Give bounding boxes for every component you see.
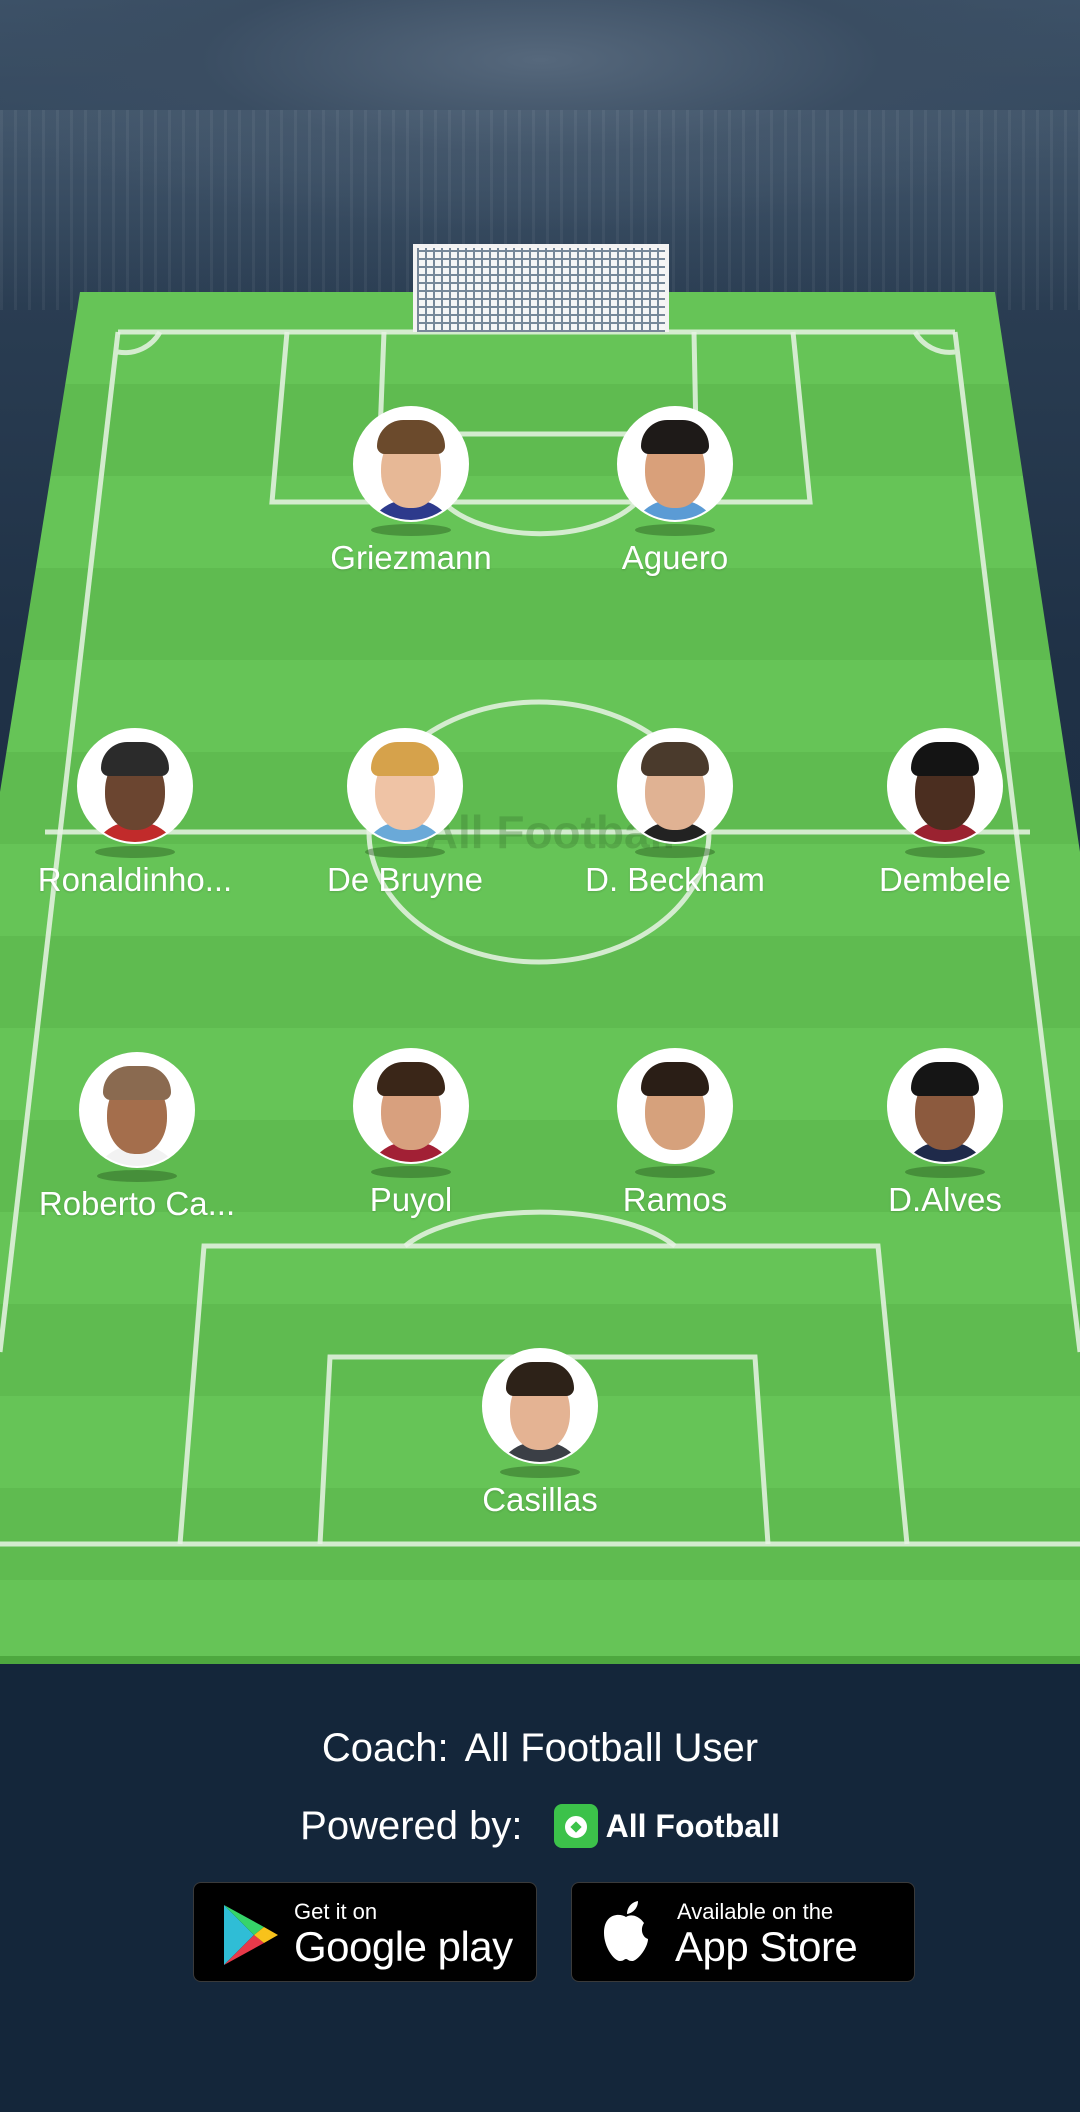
player-name: De Bruyne (327, 861, 483, 898)
all-football-logo-icon (553, 1804, 598, 1849)
player-name: D.Alves (888, 1181, 1002, 1218)
player-beckham[interactable]: D. Beckham (555, 728, 795, 900)
player-shadow (95, 846, 175, 858)
player-avatar[interactable] (79, 1052, 195, 1168)
player-name: Aguero (621, 539, 729, 576)
player-shadow (500, 1466, 580, 1478)
player-shadow (371, 1166, 451, 1178)
google-play-small-text: Get it on (294, 1899, 378, 1924)
player-avatar[interactable] (353, 1048, 469, 1164)
player-shadow (97, 1170, 177, 1182)
player-avatar[interactable] (617, 406, 733, 522)
brand-name: All Football (605, 1807, 780, 1844)
google-play-button[interactable]: Get it on Google play (193, 1882, 537, 1982)
pitch-markings (0, 329, 1080, 1547)
coach-line: Coach: All Football User (0, 1726, 1080, 1771)
powered-by-line: Powered by: All Football (0, 1802, 1080, 1849)
player-dembele[interactable]: Dembele (825, 728, 1065, 900)
goal-net (413, 244, 669, 332)
player-de-bruyne[interactable]: De Bruyne (285, 728, 525, 900)
player-shadow (635, 524, 715, 536)
coach-label: Coach: (321, 1726, 449, 1770)
player-aguero[interactable]: Aguero (555, 406, 795, 578)
app-store-big-text: App Store (675, 1923, 858, 1970)
app-store-button[interactable]: Available on the App Store (571, 1882, 915, 1982)
player-shadow (635, 1166, 715, 1178)
player-avatar[interactable] (617, 728, 733, 844)
player-avatar[interactable] (353, 406, 469, 522)
app-store-small-text: Available on the (677, 1899, 834, 1924)
player-name: D. Beckham (585, 861, 765, 898)
player-shadow (635, 846, 715, 858)
apple-icon (604, 1901, 648, 1961)
player-shadow (371, 524, 451, 536)
player-name: Roberto Ca... (38, 1185, 236, 1222)
player-avatar[interactable] (617, 1048, 733, 1164)
player-alves[interactable]: D.Alves (825, 1048, 1065, 1220)
player-avatar[interactable] (347, 728, 463, 844)
player-name: Dembele (878, 861, 1012, 898)
player-name: Puyol (369, 1181, 453, 1218)
player-name: Ronaldinho... (37, 861, 233, 898)
player-shadow (905, 1166, 985, 1178)
player-roberto-carlos[interactable]: Roberto Ca... (17, 1052, 257, 1224)
player-casillas[interactable]: Casillas (420, 1348, 660, 1520)
pitch-edge (0, 1656, 1080, 1664)
player-shadow (365, 846, 445, 858)
player-avatar[interactable] (887, 1048, 1003, 1164)
player-name: Casillas (482, 1481, 598, 1518)
google-play-icon (224, 1905, 278, 1965)
player-shadow (905, 846, 985, 858)
player-ronaldinho[interactable]: Ronaldinho... (15, 728, 255, 900)
coach-name: All Football User (464, 1726, 759, 1770)
player-avatar[interactable] (482, 1348, 598, 1464)
powered-label: Powered by: (300, 1803, 523, 1848)
player-avatar[interactable] (77, 728, 193, 844)
player-ramos[interactable]: Ramos (555, 1048, 795, 1220)
player-griezmann[interactable]: Griezmann (291, 406, 531, 578)
player-name: Griezmann (330, 539, 492, 576)
player-avatar[interactable] (887, 728, 1003, 844)
player-name: Ramos (622, 1181, 728, 1218)
google-play-big-text: Google play (294, 1923, 513, 1970)
player-puyol[interactable]: Puyol (291, 1048, 531, 1220)
